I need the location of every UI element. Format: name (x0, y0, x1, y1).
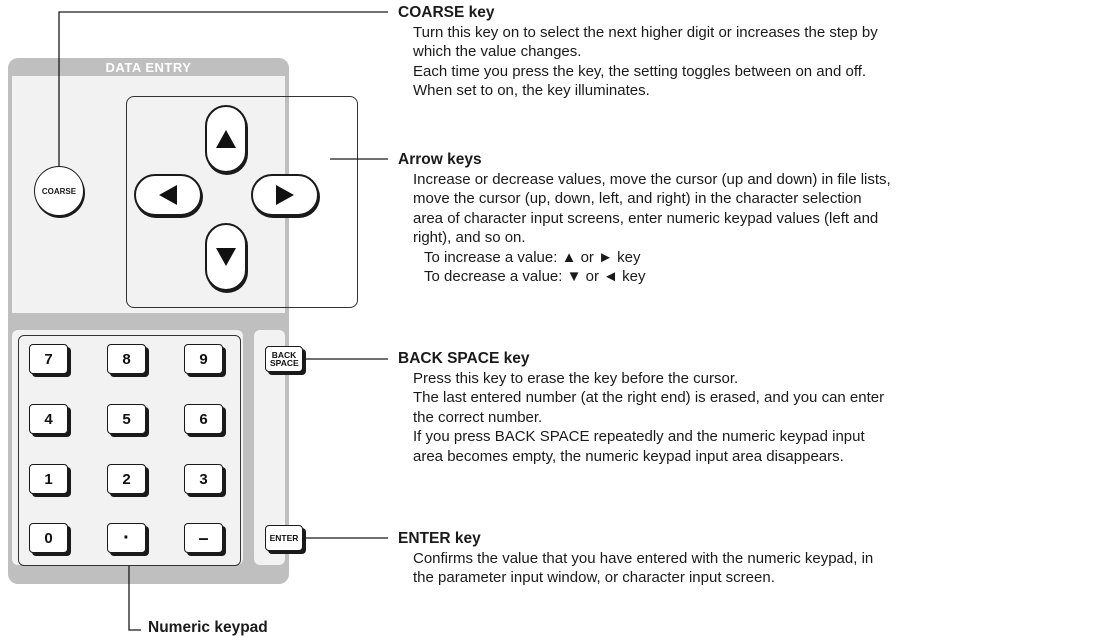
keypad-key[interactable]: 2 (107, 464, 146, 494)
arrow-line: area of character input screens, enter n… (413, 209, 879, 227)
keypad-leader (128, 566, 141, 631)
enter-callout: ENTER key Confirms the value that you ha… (398, 529, 1088, 588)
coarse-key[interactable]: COARSE (34, 166, 84, 216)
right-arrow-key[interactable] (251, 174, 319, 216)
keypad-key[interactable]: 6 (184, 404, 223, 434)
enter-line: Confirms the value that you have entered… (413, 549, 874, 567)
backspace-line: the correct number. (413, 408, 543, 426)
keypad-callout-title: Numeric keypad (148, 619, 268, 636)
keypad-key[interactable]: 8 (107, 344, 146, 374)
coarse-callout-title: COARSE key (398, 4, 495, 21)
backspace-line: If you press BACK SPACE repeatedly and t… (413, 428, 865, 445)
coarse-line: Turn this key on to select the next high… (413, 23, 878, 41)
arrow-line: move the cursor (up, down, left, and rig… (413, 190, 862, 207)
arrow-line: Increase or decrease values, move the cu… (413, 170, 891, 188)
keypad-key[interactable]: 9 (184, 344, 223, 374)
coarse-callout: COARSE key Turn this key on to select th… (398, 3, 1088, 101)
arrow-subline: To increase a value: ▲ or ► key (424, 248, 641, 266)
keypad-key[interactable]: 0 (29, 523, 68, 553)
left-arrow-icon (159, 185, 177, 205)
keypad-frame (18, 335, 241, 566)
keypad-key[interactable]: 3 (184, 464, 223, 494)
up-arrow-icon (216, 130, 236, 148)
arrow-keys-frame (126, 96, 358, 308)
right-arrow-icon (276, 185, 294, 205)
keypad-key[interactable]: 5 (107, 404, 146, 434)
keypad-key-minus[interactable]: – (184, 523, 223, 553)
coarse-line: Each time you press the key, the setting… (413, 62, 867, 80)
arrow-line: right), and so on. (413, 229, 526, 246)
keypad-key-decimal[interactable]: · (107, 523, 146, 553)
up-arrow-key[interactable] (205, 105, 247, 173)
panel-title: DATA ENTRY (105, 60, 192, 75)
enter-key-label: ENTER (269, 533, 299, 543)
coarse-line: which the value changes. (413, 43, 582, 60)
keypad-key[interactable]: 7 (29, 344, 68, 374)
keypad-key[interactable]: 1 (29, 464, 68, 494)
backspace-key-label: BACK SPACE (270, 350, 299, 368)
coarse-leader (58, 11, 388, 166)
left-arrow-key[interactable] (134, 174, 202, 216)
keypad-key[interactable]: 4 (29, 404, 68, 434)
arrow-callout-title: Arrow keys (398, 151, 482, 168)
arrow-callout: Arrow keys Increase or decrease values, … (398, 150, 1088, 287)
backspace-line: Press this key to erase the key before t… (413, 369, 739, 387)
enter-key[interactable]: ENTER (265, 525, 303, 551)
backspace-line: area becomes empty, the numeric keypad i… (413, 447, 844, 465)
backspace-line: The last entered number (at the right en… (413, 389, 885, 406)
coarse-key-label: COARSE (41, 186, 77, 196)
coarse-line: When set to on, the key illuminates. (413, 82, 650, 99)
arrow-subline: To decrease a value: ▼ or ◄ key (424, 268, 646, 285)
enter-line: the parameter input window, or character… (413, 569, 775, 586)
enter-callout-title: ENTER key (398, 530, 481, 547)
backspace-callout: BACK SPACE key Press this key to erase t… (398, 349, 1088, 466)
down-arrow-key[interactable] (205, 223, 247, 291)
backspace-key[interactable]: BACK SPACE (265, 346, 303, 372)
backspace-callout-title: BACK SPACE key (398, 350, 530, 367)
down-arrow-icon (216, 248, 236, 266)
